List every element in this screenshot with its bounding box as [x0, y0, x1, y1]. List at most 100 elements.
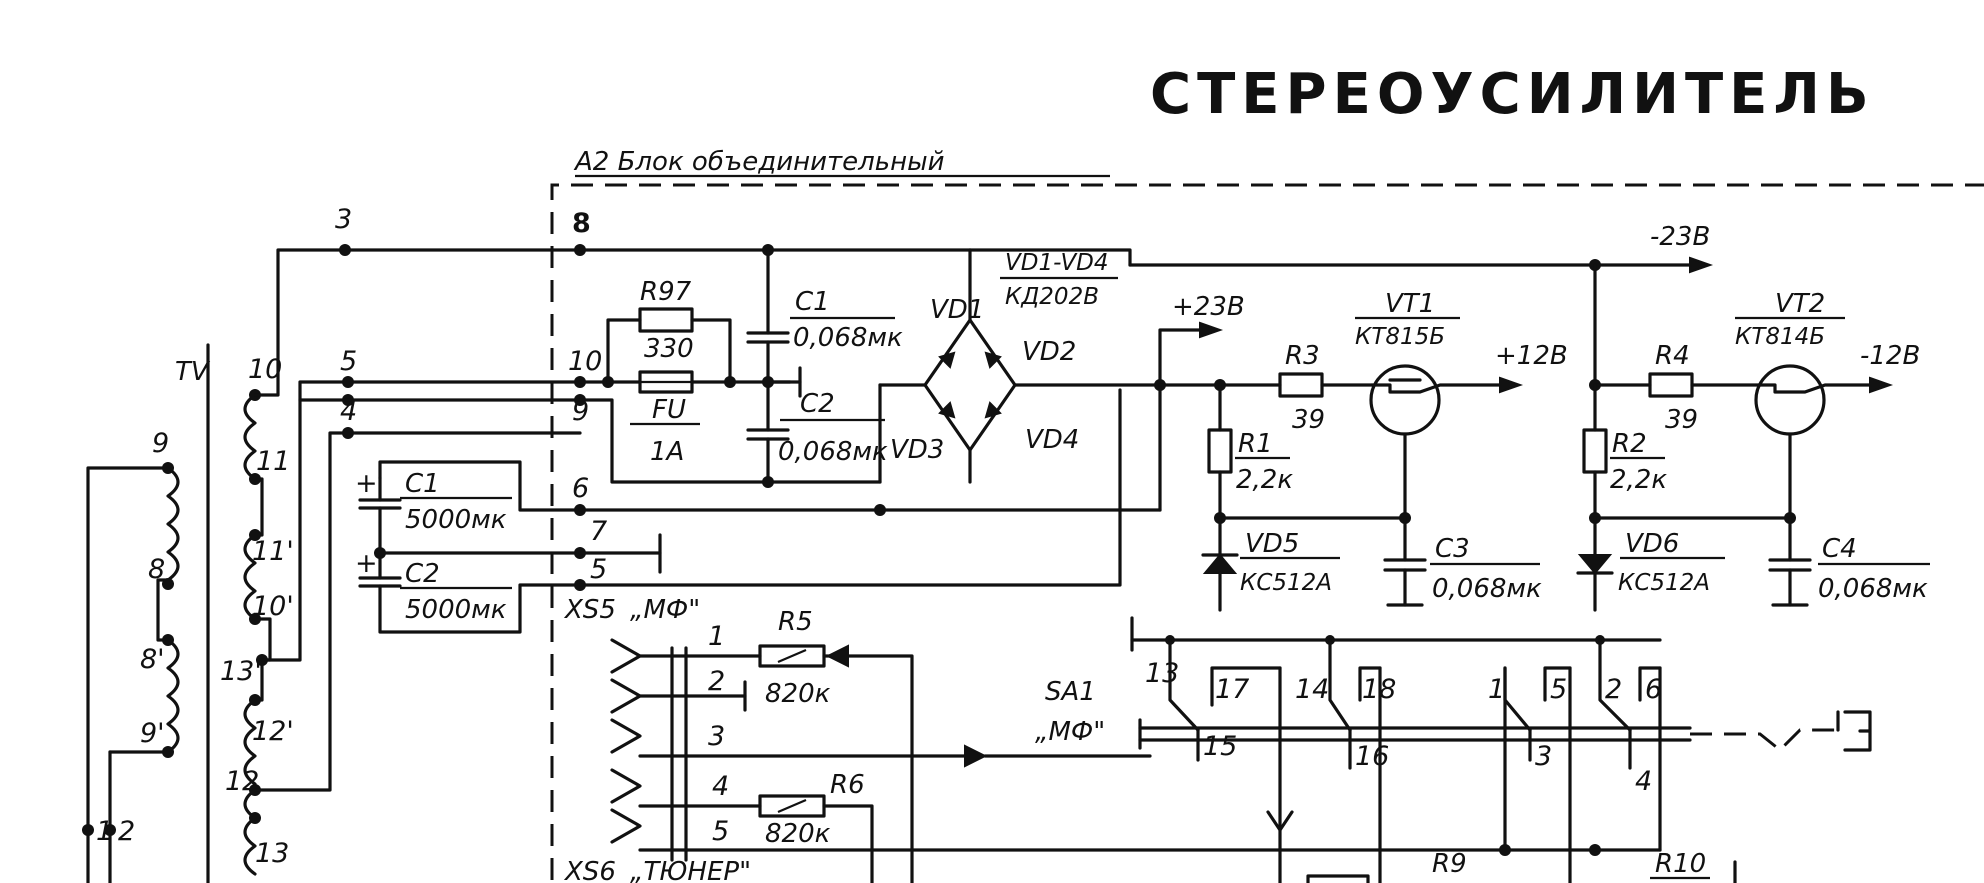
- minus12-label: -12В: [1860, 341, 1920, 371]
- plus23-label: +23В: [1172, 292, 1245, 322]
- xs5-pin-5: 5: [712, 816, 729, 847]
- connector-label-9: 9: [572, 396, 589, 427]
- c3-value: 0,068мк: [1432, 574, 1542, 604]
- pin-13p: 13': [220, 656, 262, 687]
- r97-resistor: [638, 307, 694, 333]
- pin-10p: 10': [252, 591, 294, 622]
- r5-right-wire: [822, 654, 914, 883]
- sa1-down-arrow: [1266, 810, 1294, 832]
- sa1-name: „МФ": [1035, 717, 1105, 747]
- c2-big-plus: +: [355, 548, 378, 579]
- node-11: [249, 473, 261, 485]
- node-wire-5: [342, 376, 354, 388]
- r4-resistor: [1648, 372, 1694, 398]
- xs5-pin-3: 3: [708, 721, 725, 752]
- xs5-pin-4: 4: [712, 771, 729, 802]
- sa1-contact-6: [1638, 666, 1662, 702]
- wire-4: [253, 431, 582, 792]
- vt2-ref: VT2: [1775, 289, 1825, 319]
- vt1-type: КТ815Б: [1355, 324, 1445, 350]
- vd6-type: КС512А: [1618, 570, 1710, 596]
- primary-winding-upper: [166, 466, 180, 582]
- sa1-label-15: 15: [1203, 731, 1237, 762]
- r5-hatch: [777, 648, 807, 664]
- sa1-mechanical-link: [1690, 728, 1845, 753]
- sa1-label-16: 16: [1355, 741, 1389, 772]
- wire-number-3: 3: [335, 204, 352, 235]
- r1-resistor: [1207, 428, 1233, 474]
- r6-ref: R6: [830, 770, 865, 800]
- sa1-push-button: [1843, 710, 1872, 752]
- secondary-link-1: [253, 477, 264, 537]
- vd6-ref: VD6: [1625, 529, 1679, 559]
- xs5-contact-1: [610, 638, 642, 674]
- wire-number-5: 5: [340, 346, 357, 377]
- sa1-contact-5: [1543, 666, 1572, 702]
- vd5-ref: VD5: [1245, 529, 1299, 559]
- c2-big-ref: C2: [405, 559, 440, 589]
- sa1-contact-14: [1328, 638, 1352, 732]
- fu-value: 1A: [650, 437, 684, 467]
- minus23-arrow: [1689, 256, 1714, 274]
- vt1-transistor: [1369, 364, 1441, 436]
- secondary-winding-3: [243, 698, 257, 786]
- r1-ref: R1: [1238, 429, 1273, 459]
- sa1-contact-1: [1503, 666, 1532, 732]
- pin-8p: 8': [140, 644, 165, 675]
- vd5-type: КС512А: [1240, 570, 1332, 596]
- transformer-ref: TV: [175, 357, 211, 387]
- fu-ref: FU: [652, 395, 686, 425]
- vd1-label: VD1: [930, 295, 984, 325]
- vt2-path: [1758, 383, 1872, 394]
- connector-label-10: 10: [568, 346, 602, 377]
- plus12-arrow: [1499, 376, 1524, 394]
- sa1-label-14: 14: [1295, 674, 1329, 705]
- sa1-label-13: 13: [1145, 658, 1179, 689]
- pin-11: 11: [256, 446, 290, 477]
- node-10p: [249, 613, 261, 625]
- r6-hatch: [777, 798, 807, 814]
- vt1-path: [1370, 383, 1502, 394]
- vd2-diode: [984, 351, 1002, 369]
- wire-3: [253, 248, 582, 397]
- xs5-pin-2: 2: [708, 666, 725, 697]
- r97-ref: R97: [640, 277, 692, 307]
- r4-value: 39: [1665, 405, 1698, 435]
- xs5-contact-4: [610, 768, 642, 804]
- xs5-contact-5: [610, 808, 642, 844]
- vd6-zener: [1577, 554, 1613, 575]
- block-a2-border: [550, 183, 1984, 880]
- xs5-contact-3: [610, 718, 642, 754]
- vd5-zener: [1202, 553, 1238, 574]
- node-8p: [162, 634, 174, 646]
- r97-right-lead: [690, 318, 732, 384]
- big-cap-c1-wire: [378, 460, 582, 512]
- vd4-diode: [984, 401, 1002, 419]
- pin-8: 8: [148, 554, 165, 585]
- connector-label-5: 5: [590, 554, 607, 585]
- r3-resistor: [1278, 372, 1324, 398]
- vt1-ref: VT1: [1385, 289, 1435, 319]
- c1-hv-ref: C1: [795, 287, 830, 317]
- r2-ref: R2: [1612, 429, 1647, 459]
- vt2-type: КТ814Б: [1735, 324, 1825, 350]
- pin-13: 13: [255, 838, 289, 869]
- r2-value: 2,2к: [1610, 465, 1667, 495]
- r10-ref: R10: [1655, 849, 1706, 879]
- bridge-type: КД202В: [1005, 284, 1099, 310]
- sa1-label-6: 6: [1645, 674, 1662, 705]
- block-a2-label: А2 Блок объединительный: [573, 147, 945, 177]
- r5-value: 820к: [765, 679, 831, 709]
- c2-big-value: 5000мк: [405, 595, 507, 625]
- bridge-ref: VD1-VD4: [1005, 250, 1109, 276]
- node-sa1-1: [1499, 844, 1511, 856]
- node-1: [82, 824, 94, 836]
- secondary-winding-4: [243, 788, 257, 876]
- pin-11p: 11': [252, 536, 294, 567]
- wire-pin9: [578, 398, 882, 484]
- xs5-wire-3-arrow: [964, 744, 988, 768]
- node-r97-right: [724, 376, 736, 388]
- sa1-label-4: 4: [1635, 766, 1652, 797]
- sa1-contact-18: [1358, 666, 1382, 702]
